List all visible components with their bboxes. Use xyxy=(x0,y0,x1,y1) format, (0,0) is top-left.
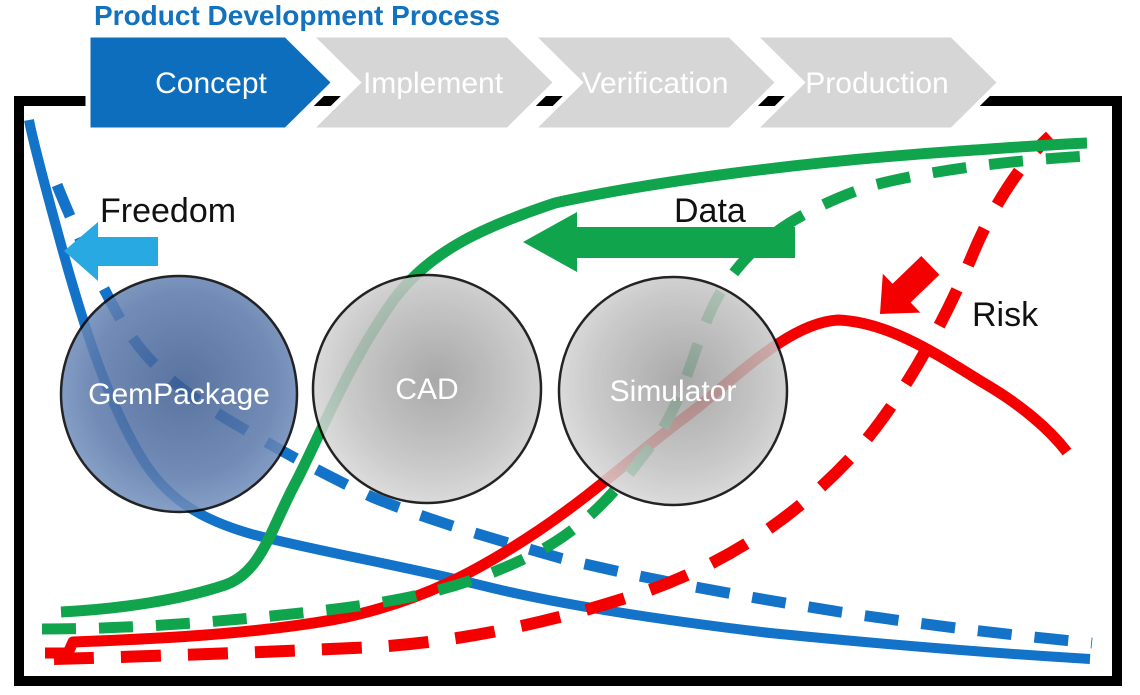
chevron-label-concept: Concept xyxy=(155,67,267,100)
chevron-step-concept xyxy=(85,32,338,133)
bubble-simulator-label: Simulator xyxy=(610,375,737,408)
process-chevrons xyxy=(85,32,1004,133)
bubbles-group xyxy=(59,273,789,514)
bubble-simulator xyxy=(557,275,789,507)
risk-arrow-icon xyxy=(880,256,940,314)
chevron-label-production: Production xyxy=(805,67,948,100)
label-data: Data xyxy=(674,192,746,230)
freedom-arrow-icon xyxy=(64,222,158,281)
chevron-label-implement: Implement xyxy=(363,67,504,100)
label-freedom: Freedom xyxy=(100,192,236,230)
risk-dashed-curve xyxy=(53,131,1055,665)
bubble-gempackage-label: GemPackage xyxy=(88,378,270,411)
chevron-step-verification xyxy=(525,32,782,133)
data-arrow-icon xyxy=(523,212,795,272)
chevron-step-production xyxy=(747,32,1004,133)
label-risk: Risk xyxy=(972,296,1039,334)
chevron-step-implement xyxy=(303,32,560,133)
bubble-cad xyxy=(311,273,543,505)
bubble-gempackage xyxy=(59,274,299,514)
page-title: Product Development Process xyxy=(94,0,500,31)
bubble-cad-label: CAD xyxy=(395,373,458,406)
chevron-label-verification: Verification xyxy=(582,67,729,100)
freedom-solid-curve xyxy=(24,119,1091,664)
